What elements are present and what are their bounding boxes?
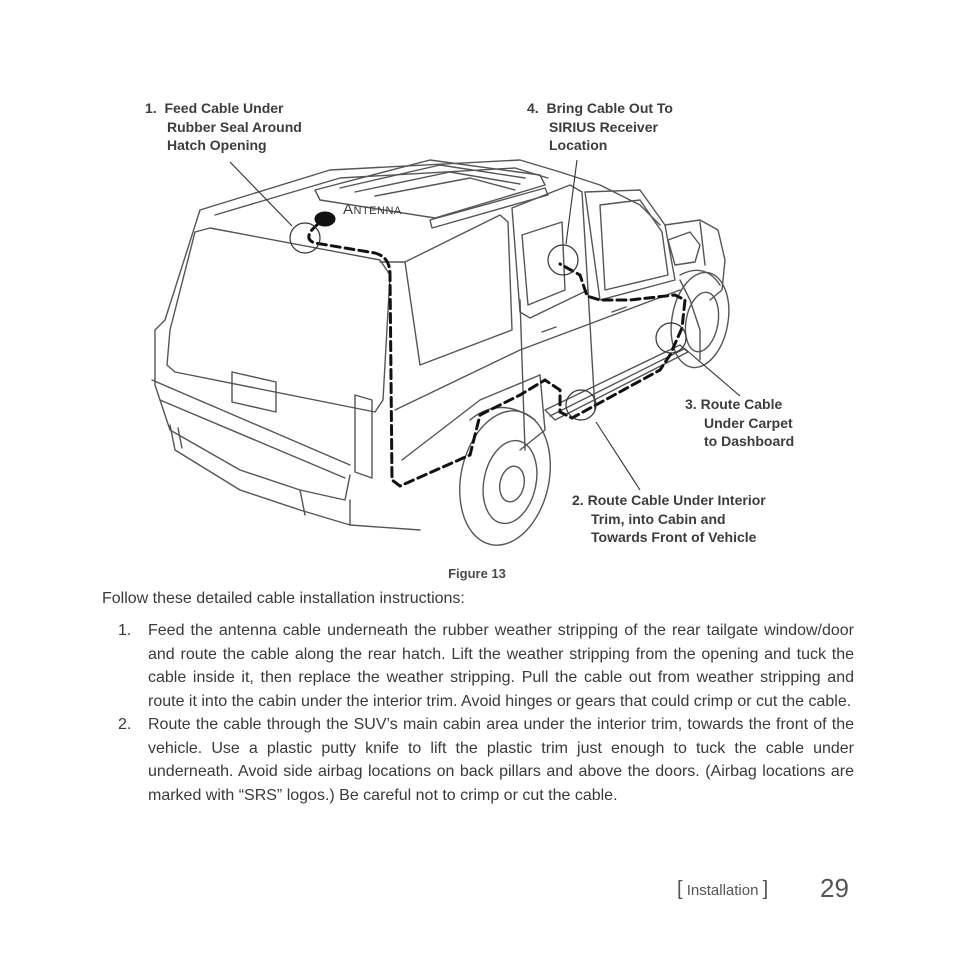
step-number: 2.	[118, 716, 132, 733]
step-text: Feed the antenna cable underneath the ru…	[148, 622, 854, 710]
step-text: Route the cable through the SUV’s main c…	[148, 716, 854, 804]
callout-2-number: 2.	[572, 492, 584, 508]
callout-2-line-3: Towards Front of Vehicle	[591, 529, 757, 545]
callout-3-line-2: Under Carpet	[704, 414, 793, 431]
callout-circle-2	[565, 389, 597, 421]
callout-2: 2. Route Cable Under Interior Trim, into…	[572, 491, 766, 547]
callout-4-line-1: Bring Cable Out To	[546, 100, 673, 116]
instruction-list: 1. Feed the antenna cable underneath the…	[102, 619, 854, 807]
antenna-label: Antenna	[343, 201, 402, 218]
step-number: 1.	[118, 622, 132, 639]
bracket-open: [	[677, 878, 683, 900]
leader-line-4	[565, 159, 578, 245]
callout-circle-3	[655, 322, 687, 354]
callout-3-line-1: Route Cable	[700, 396, 783, 412]
callout-3-line-3: to Dashboard	[704, 433, 795, 449]
intro-text: Follow these detailed cable installation…	[102, 590, 465, 607]
callout-2-line-2: Trim, into Cabin and	[591, 510, 726, 527]
callout-4-line-2: SIRIUS Receiver	[549, 118, 658, 135]
callout-3-number: 3.	[685, 396, 697, 412]
cable-route	[307, 222, 687, 488]
callout-2-line-1: Route Cable Under Interior	[587, 492, 766, 508]
callout-4-number: 4.	[527, 100, 539, 116]
callout-circle-4	[547, 244, 579, 276]
leader-line-1	[229, 161, 293, 227]
callout-circle-1	[289, 222, 321, 254]
callout-4: 4. Bring Cable Out To SIRIUS Receiver Lo…	[527, 99, 673, 155]
section-footer: [ Installation ]	[677, 878, 768, 901]
callout-1-line-2: Rubber Seal Around	[167, 118, 302, 135]
bracket-close: ]	[762, 878, 769, 900]
callout-1-number: 1.	[145, 100, 157, 116]
callout-1-line-3: Hatch Opening	[167, 137, 267, 153]
callout-1-line-1: Feed Cable Under	[164, 100, 284, 116]
suv-cable-routing-illustration	[151, 159, 741, 546]
callout-3: 3. Route Cable Under Carpet to Dashboard	[685, 395, 794, 451]
section-name: Installation	[686, 882, 759, 899]
figure-caption: Figure 13	[448, 566, 506, 581]
antenna-puck	[314, 211, 336, 227]
leader-line-2	[595, 421, 641, 491]
callout-1: 1. Feed Cable Under Rubber Seal Around H…	[145, 99, 302, 155]
list-item: 1. Feed the antenna cable underneath the…	[102, 619, 854, 713]
callout-4-line-3: Location	[549, 137, 608, 153]
page-number: 29	[820, 873, 849, 903]
leader-line-3	[683, 347, 741, 397]
list-item: 2. Route the cable through the SUV’s mai…	[102, 713, 854, 807]
